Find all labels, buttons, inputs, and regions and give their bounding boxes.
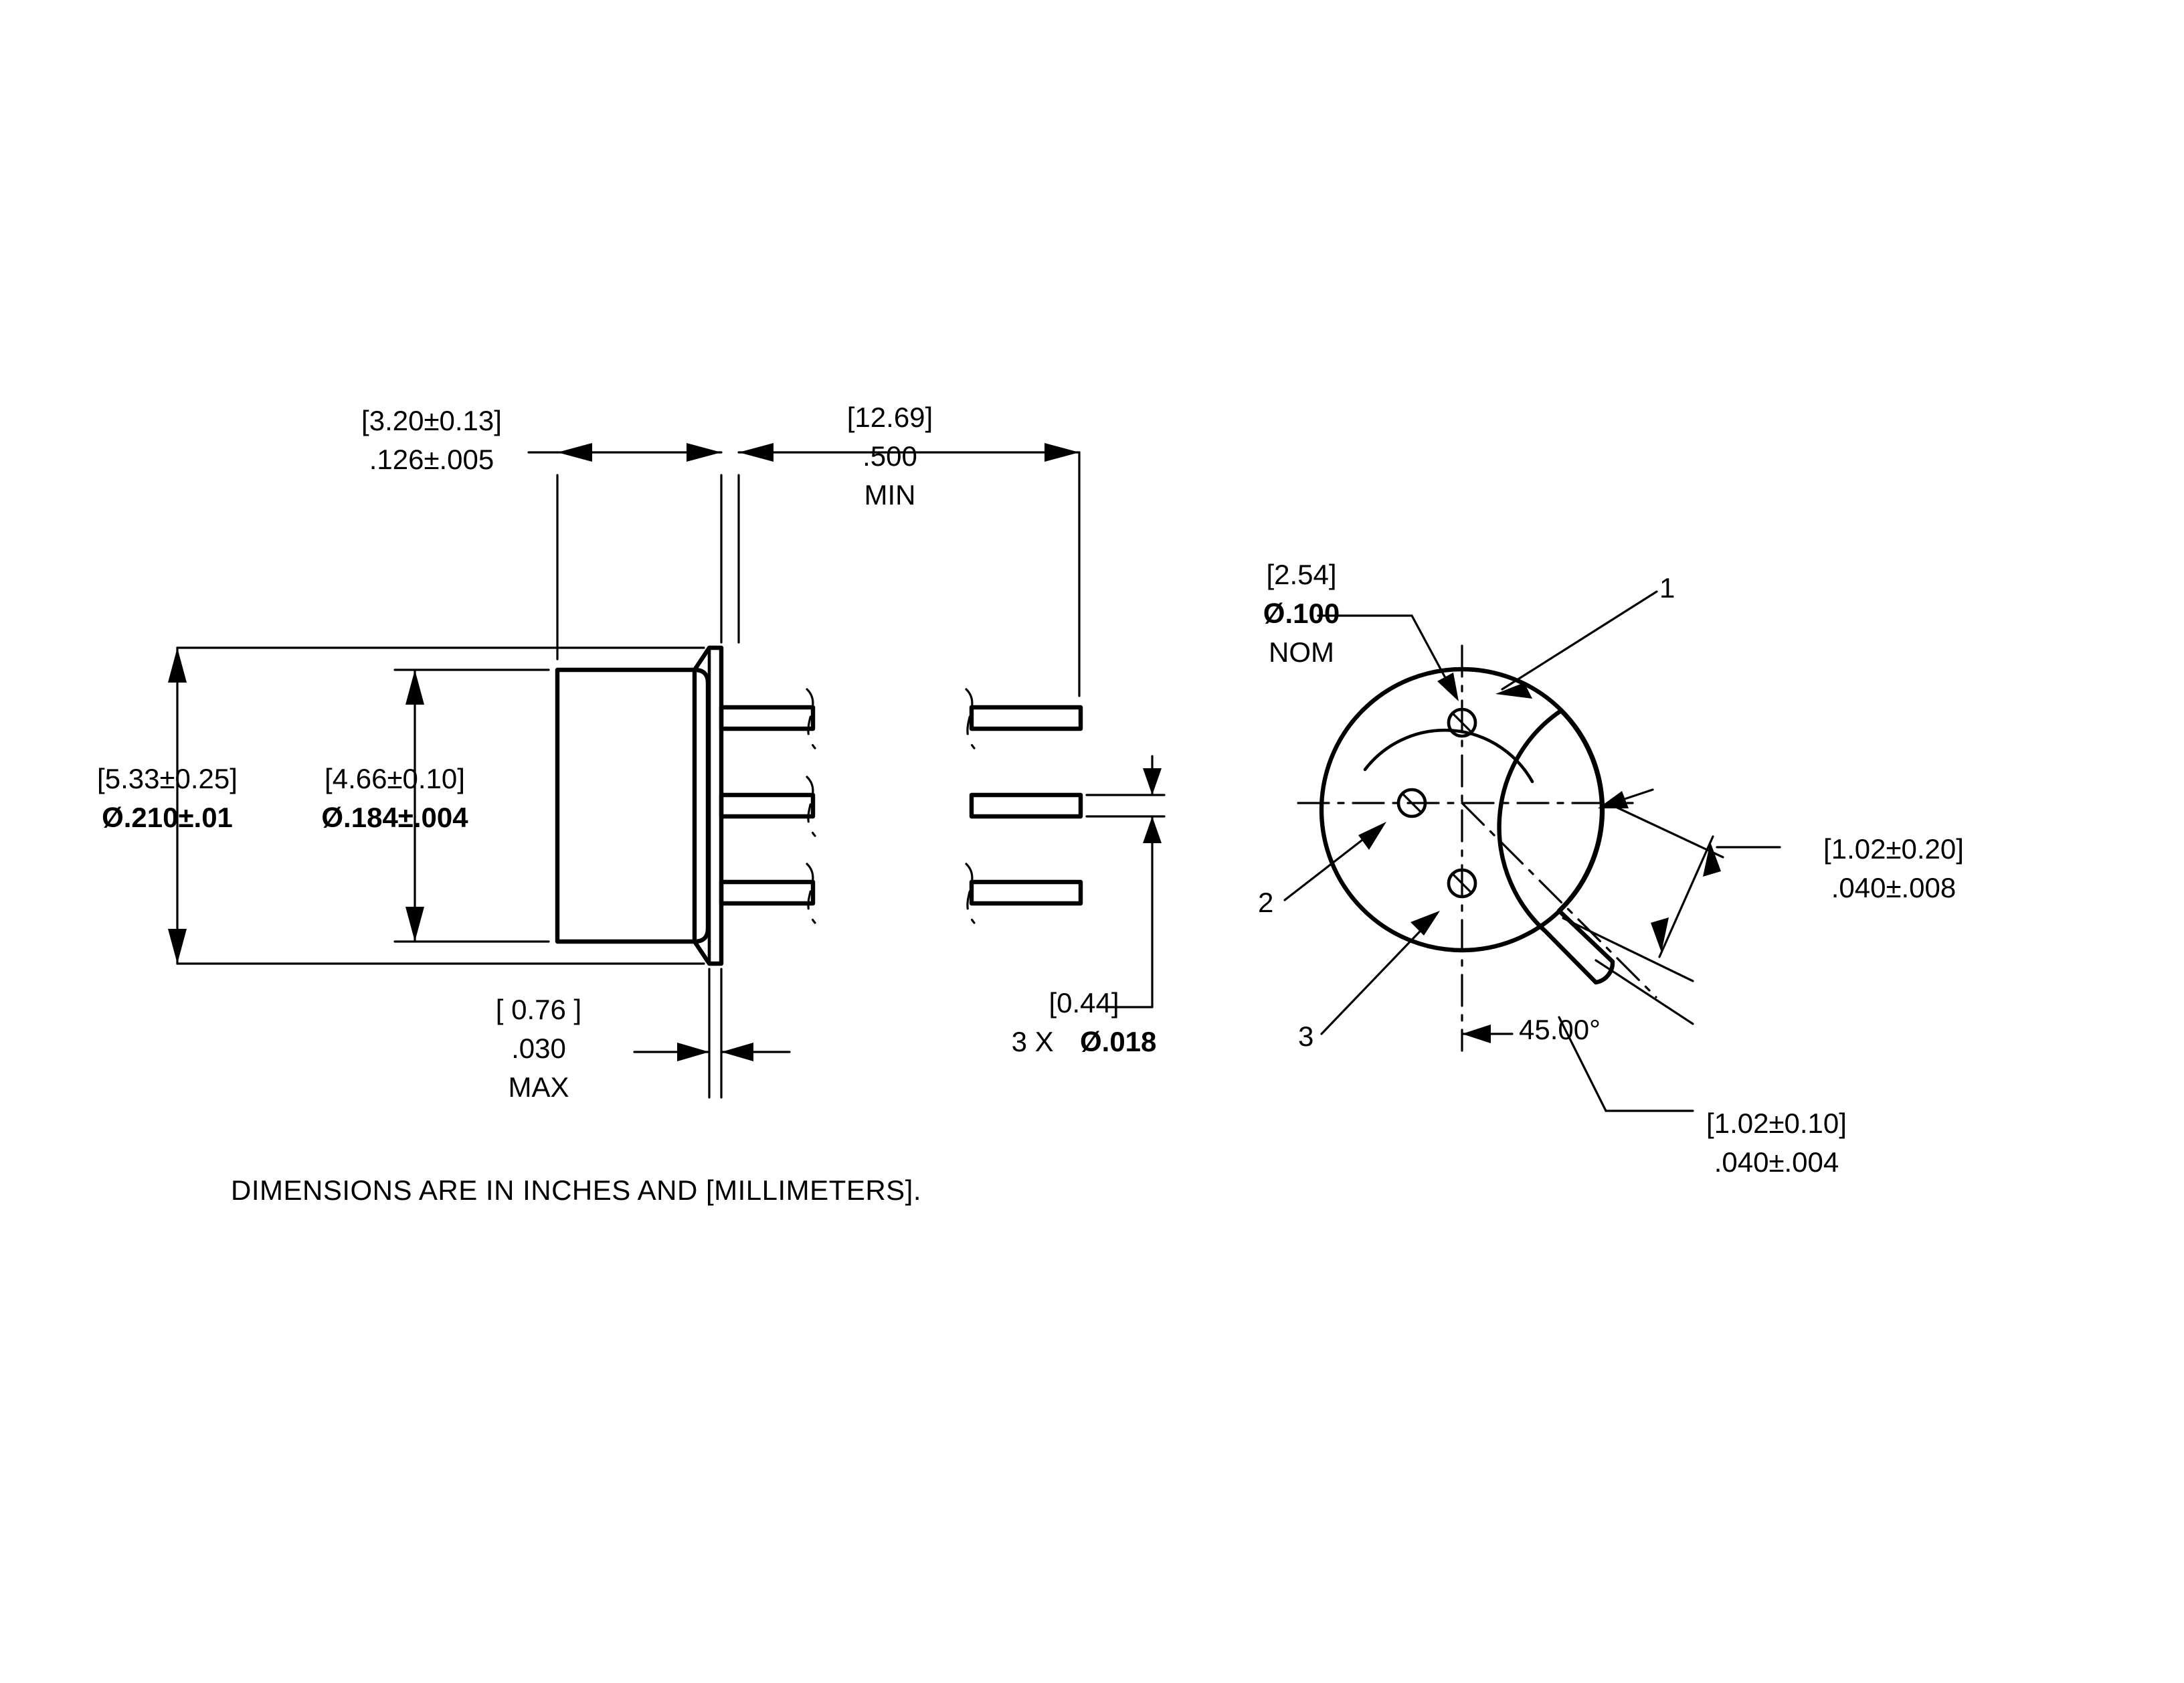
dim-lead-diameter-row: 3 X Ø.018 xyxy=(957,1023,1211,1061)
dim-pin-circle-modifier: NOM xyxy=(1269,636,1334,668)
dim-tab-thickness-label: [1.02±0.10] .040±.004 xyxy=(1666,1104,1887,1182)
dim-pin-circle-inch: Ø.100 xyxy=(1263,598,1340,629)
dim-lead-length-modifier: MIN xyxy=(864,479,916,511)
dim-flange-diameter xyxy=(168,646,705,965)
dim-tab-angle-label: 45.00° xyxy=(1519,1014,1601,1045)
dim-flange-thickness-mm: [ 0.76 ] xyxy=(495,994,582,1025)
dim-body-width-label: [3.20±0.13] .126±.005 xyxy=(321,402,542,479)
dim-flange-diameter-label: [5.33±0.25] Ø.210±.01 xyxy=(67,760,268,837)
dim-tab-thickness-inch: .040±.004 xyxy=(1714,1146,1839,1178)
dim-flange-diameter-inch-wrap: Ø.210±.01 xyxy=(67,798,268,837)
dim-body-diameter-label: [4.66±0.10] Ø.184±.004 xyxy=(294,760,495,837)
dim-tab-width-inch: .040±.008 xyxy=(1831,872,1956,903)
dim-body-diameter-inch: Ø.184±.004 xyxy=(321,802,468,833)
dim-lead-diameter-label: [0.44] 3 X Ø.018 xyxy=(957,984,1211,1061)
dim-body-width-mm: [3.20±0.13] xyxy=(361,405,502,436)
dim-lead-diameter-inch: Ø.018 xyxy=(1079,1026,1157,1057)
dim-body-diameter xyxy=(393,669,550,943)
dim-body-diameter-mm: [4.66±0.10] xyxy=(325,763,465,794)
bottom-view-geometry xyxy=(1283,590,1781,1112)
side-view-geometry xyxy=(555,645,816,966)
dim-tab-width-label: [1.02±0.20] .040±.008 xyxy=(1783,830,2004,907)
dim-body-diameter-inch-wrap: Ø.184±.004 xyxy=(294,798,495,837)
dim-lead-length-inch: .500 xyxy=(862,440,917,472)
dim-body-width-inch: .126±.005 xyxy=(369,444,494,475)
dim-flange-diameter-inch: Ø.210±.01 xyxy=(102,802,233,833)
dim-lead-length-mm: [12.69] xyxy=(846,402,933,433)
dim-flange-thickness xyxy=(633,968,791,1099)
dim-pin-circle-inch-wrap: Ø.100 xyxy=(1221,594,1382,633)
dim-tab-width-mm: [1.02±0.20] xyxy=(1823,833,1964,865)
dim-flange-thickness-modifier: MAX xyxy=(508,1071,569,1103)
pin-label-2: 2 xyxy=(1258,887,1274,918)
pin-label-1: 1 xyxy=(1659,572,1675,604)
pin-label-3: 3 xyxy=(1298,1021,1314,1052)
dim-flange-diameter-mm: [5.33±0.25] xyxy=(97,763,238,794)
dim-flange-thickness-inch: .030 xyxy=(511,1033,566,1064)
dim-lead-length xyxy=(737,443,1081,697)
dim-tab-thickness-mm: [1.02±0.10] xyxy=(1706,1108,1847,1139)
dim-flange-thickness-label: [ 0.76 ] .030 MAX xyxy=(428,990,649,1107)
dim-pin-circle-label: [2.54] Ø.100 NOM xyxy=(1221,555,1382,672)
dim-lead-diameter-qty: 3 X xyxy=(1011,1026,1054,1057)
dim-body-width xyxy=(527,443,723,660)
dim-lead-length-label: [12.69] .500 MIN xyxy=(796,398,984,515)
dim-lead-diameter xyxy=(1085,755,1166,1008)
dim-pin-circle-mm: [2.54] xyxy=(1266,559,1337,590)
dim-lead-diameter-mm: [0.44] xyxy=(1049,987,1119,1018)
units-note: DIMENSIONS ARE IN INCHES AND [MILLIMETER… xyxy=(231,1174,922,1206)
lead-detail-geometry xyxy=(965,688,1083,924)
